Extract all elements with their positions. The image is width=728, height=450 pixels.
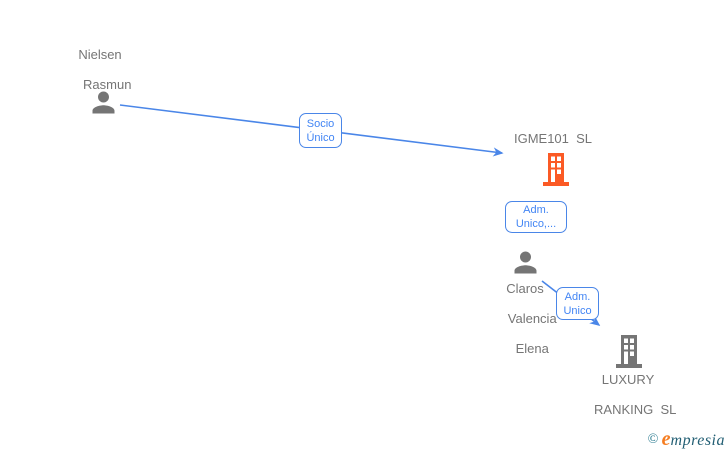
edge-label-line: Unico [563, 304, 592, 317]
node-label-line: Nielsen [78, 47, 122, 62]
edge-label-line: Socio [306, 117, 335, 130]
empresia-logo[interactable]: © empresia [648, 428, 726, 450]
node-label-line: LUXURY [601, 372, 655, 387]
edge-label-line: Unico,... [515, 218, 557, 230]
copyright-symbol: © [647, 432, 659, 447]
node-label-line: Valencia [507, 311, 557, 326]
node-label-luxury-ranking-sl[interactable]: LUXURY RANKING SL [568, 372, 688, 432]
node-label-line: RANKING SL [594, 402, 677, 417]
brand-name-rest: mpresia [670, 432, 725, 449]
node-label-line: Claros [506, 281, 544, 296]
brand-letter-e: e [661, 428, 671, 450]
edge-label-line: Único [306, 131, 335, 144]
edge-label-line: Adm. [523, 204, 549, 216]
node-label-line: Elena [515, 341, 549, 356]
node-label-nielsen-rasmun[interactable]: Nielsen Rasmun [40, 47, 160, 107]
edge-label-adm-unico-1[interactable]: Adm. Unico,... [505, 201, 567, 233]
node-label-line: Rasmun [83, 77, 132, 92]
node-label-line: IGME101 SL [513, 131, 593, 146]
person-icon[interactable] [509, 246, 542, 284]
node-label-claros-valencia-elena[interactable]: Claros Valencia Elena [465, 281, 585, 371]
building-icon[interactable] [613, 334, 645, 375]
edge-label-adm-unico-2[interactable]: Adm.Unico [556, 287, 599, 320]
node-label-igme101-sl[interactable]: IGME101 SL [493, 131, 613, 161]
edge-label-line: Adm. [564, 290, 591, 303]
person-icon[interactable] [87, 86, 120, 124]
building-icon[interactable] [540, 152, 572, 193]
